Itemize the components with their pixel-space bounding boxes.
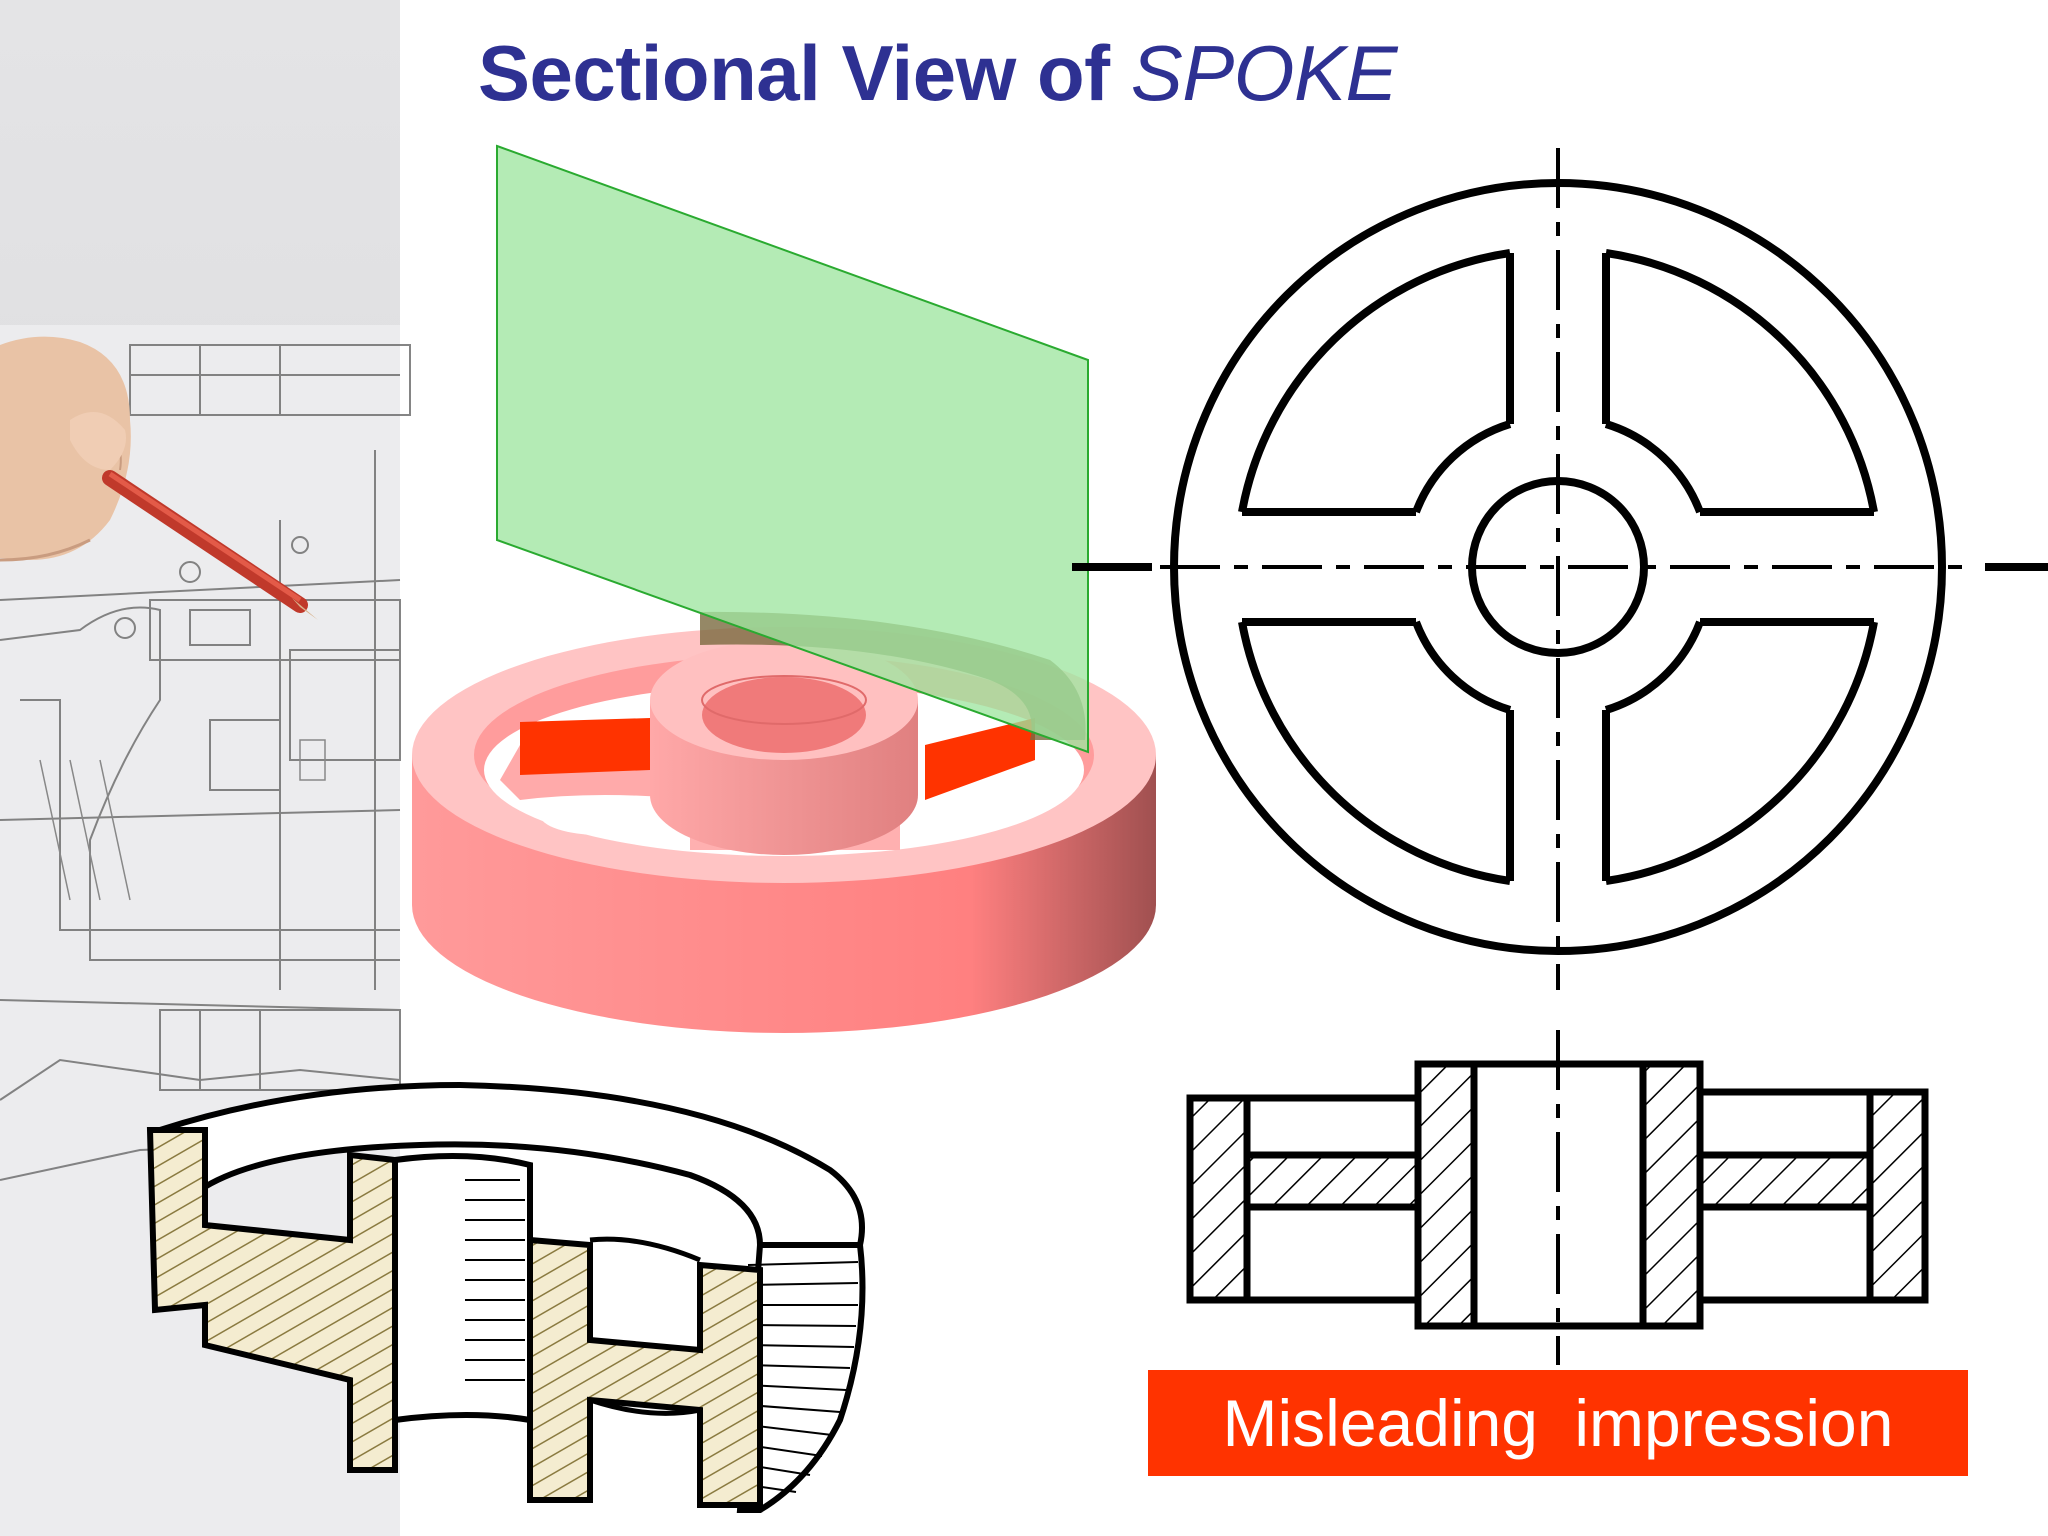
section-hatched-areas [1190,1064,1925,1326]
section-outline [1186,1060,1929,1330]
cut-spoke-left [520,718,650,775]
hand-with-pencil-icon [0,336,318,620]
cut-spoke-right [925,718,1035,800]
slide-title: Sectional View of SPOKE [478,28,1398,119]
title-part-name: SPOKE [1130,29,1398,117]
misleading-impression-label: Misleading impression [1148,1370,1968,1476]
center-lines [1160,148,1975,990]
hub-bore [702,677,866,753]
cutting-plane [496,144,1089,754]
title-main: Sectional View of [478,29,1131,117]
